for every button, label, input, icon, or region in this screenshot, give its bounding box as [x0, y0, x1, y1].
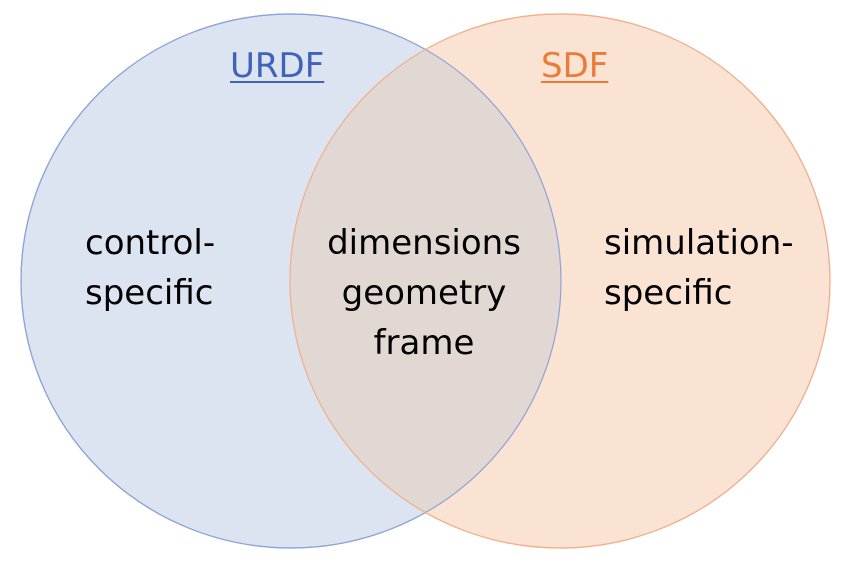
- urdf-line-1: control-: [85, 223, 216, 263]
- shared-line-1: dimensions: [327, 223, 521, 263]
- sdf-title: SDF: [541, 46, 609, 86]
- shared-description: dimensions geometry frame: [323, 218, 525, 368]
- shared-line-2: geometry: [341, 273, 507, 313]
- sdf-line-1: simulation-: [604, 223, 794, 263]
- urdf-title: URDF: [230, 46, 325, 86]
- urdf-circle-outline: [20, 13, 562, 549]
- urdf-description: control- specific: [85, 218, 235, 318]
- sdf-line-2: specific: [604, 273, 733, 313]
- urdf-line-2: specific: [85, 273, 214, 313]
- overlap-region: [290, 14, 561, 548]
- shared-line-3: frame: [373, 323, 475, 363]
- sdf-description: simulation- specific: [604, 218, 809, 318]
- sdf-circle-outline: [289, 13, 831, 549]
